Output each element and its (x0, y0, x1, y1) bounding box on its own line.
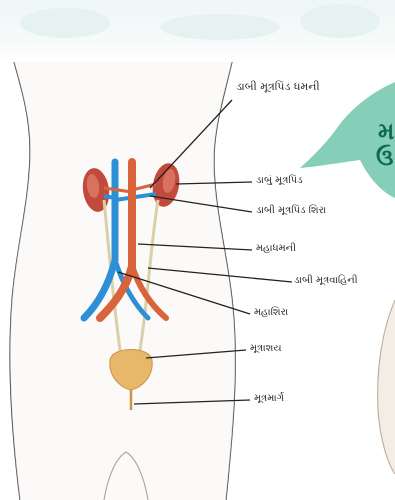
label-vena-cava: મહાશિરા (254, 306, 288, 320)
label-left-kidney: ડાબું મૂત્રપિંડ (256, 174, 303, 188)
bubble-text-line2: ઉ (376, 146, 393, 170)
label-urethra: મૂત્રમાર્ગ (254, 392, 284, 406)
label-bladder: મૂત્રાશય (250, 342, 282, 356)
right-renal-vein (104, 196, 115, 198)
label-left-renal-artery: ડાબી મૂત્રપિંડ ધમની (236, 80, 320, 94)
bubble-text-line1: મ (378, 120, 394, 144)
label-left-ureter: ડાબી મૂત્રવાહિની (294, 274, 358, 288)
label-left-renal-vein: ડાબી મૂત્રપિંડ શિરા (256, 204, 326, 218)
side-figure-outline (378, 300, 395, 474)
label-aorta: મહાધમની (256, 242, 296, 256)
